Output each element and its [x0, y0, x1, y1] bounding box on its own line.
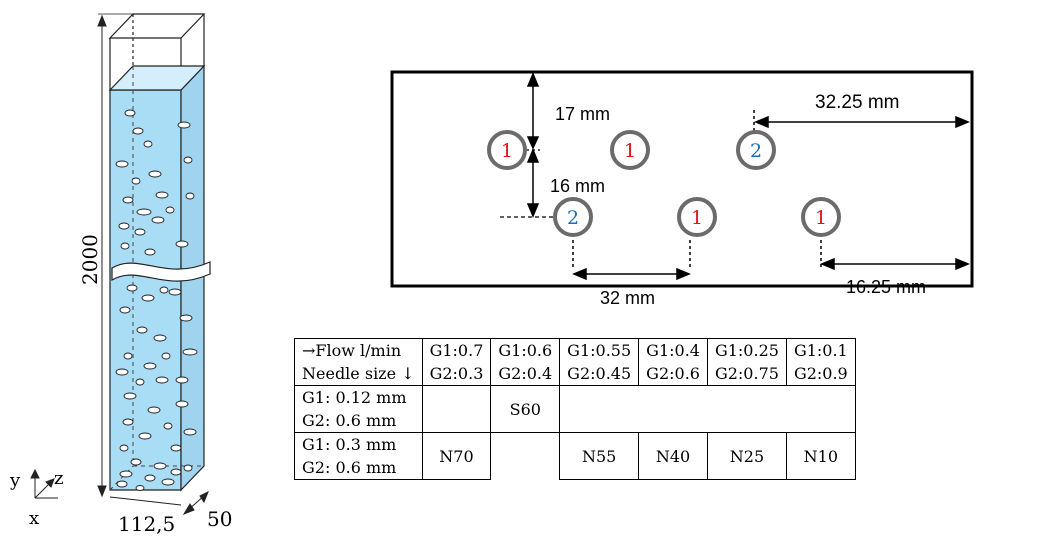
hole-label: 2: [750, 140, 762, 162]
depth-label: 50: [207, 507, 232, 531]
hole-label: 1: [501, 140, 513, 162]
flow-g1: G1:0.55: [567, 341, 632, 360]
flow-g2: G2:0.3: [429, 364, 484, 383]
axis-y-label: y: [9, 470, 21, 491]
hole-circle: [610, 130, 650, 170]
table-cell: [421, 385, 492, 433]
flow-g1: G1:0.4: [646, 341, 700, 360]
height-label: 2000: [78, 234, 102, 285]
holes: 1 1 2 2 1 1: [487, 130, 841, 237]
hole-label: 2: [567, 207, 579, 229]
dim-32-25-arrow: [753, 110, 970, 134]
height-dimension: [97, 13, 133, 498]
hole-circle: [487, 130, 527, 170]
table-cell: [786, 385, 856, 433]
needle-size-cell: G1: 0.3 mm G2: 0.6 mm: [294, 432, 423, 480]
dim-16-25-arrow: [820, 240, 970, 271]
hole-circle: [801, 197, 841, 237]
table-cell: N10: [785, 432, 856, 480]
hole-label: 1: [815, 207, 827, 229]
hole-group-2: 2: [553, 197, 593, 237]
width-label: 112,5: [118, 512, 175, 536]
table-cell: [490, 432, 561, 480]
table-cell: [559, 385, 639, 433]
dim-32-label: 32 mm: [600, 288, 655, 308]
bubble-column-diagram: 2000 112,5 50 y z x: [9, 13, 232, 536]
hole-group-1: 1: [487, 130, 527, 170]
flow-g2: G2:0.4: [498, 364, 553, 383]
dim-16-25-label: 16.25 mm: [846, 277, 926, 297]
hole-circle: [677, 197, 717, 237]
flow-g1: G1:0.6: [498, 341, 553, 360]
flow-g2: G2:0.6: [646, 364, 700, 383]
dim-17-arrow: [526, 72, 540, 150]
table-cell: N25: [706, 432, 787, 480]
depth-dimension: [182, 490, 209, 516]
table-cell: N70: [421, 432, 492, 480]
needle-g1: G1: 0.3 mm: [302, 435, 397, 454]
flow-g1: G1:0.7: [429, 341, 484, 360]
hole-group-2: 2: [736, 130, 776, 170]
width-dimension: [109, 496, 182, 506]
needle-size-cell: G1: 0.12 mm G2: 0.6 mm: [294, 385, 423, 433]
dim-32-arrow: [572, 240, 691, 281]
dim-16-arrow: [500, 148, 553, 218]
hole-label: 1: [691, 207, 703, 229]
flow-g1: G1:0.1: [793, 341, 848, 360]
header-needle-label: Needle size ↓: [302, 364, 415, 383]
table-row: G1: 0.3 mm G2: 0.6 mm N70 N55 N40 N25 N10: [294, 432, 856, 480]
table-cell: N40: [638, 432, 708, 480]
column-top-empty: [108, 13, 206, 90]
needle-g2: G2: 0.6 mm: [302, 458, 397, 477]
flow-g1: G1:0.25: [714, 341, 779, 360]
header-corner-cell: →Flow l/min Needle size ↓: [294, 338, 423, 386]
plate-diagram: 17 mm 16 mm 32.25 mm 32 mm 16.25 mm 1 1 2 2…: [390, 70, 974, 308]
flow-g2: G2:0.9: [793, 364, 848, 383]
axis-x-label: x: [29, 508, 39, 529]
axes-triad: [30, 468, 58, 499]
table-cell: [707, 386, 786, 433]
dim-32-25-label: 32.25 mm: [815, 92, 899, 113]
axis-z-label: z: [54, 468, 63, 489]
dim-16-label: 16 mm: [550, 176, 605, 196]
table-cell: S60: [490, 385, 561, 433]
dim-17-label: 17 mm: [555, 104, 610, 124]
needle-g1: G1: 0.12 mm: [302, 388, 407, 407]
plate-outline: [390, 70, 974, 288]
table-row: G1: 0.12 mm G2: 0.6 mm S60: [294, 385, 856, 433]
needle-g2: G2: 0.6 mm: [302, 411, 397, 430]
column-break-symbol: [111, 261, 211, 282]
flow-g2: G2:0.45: [567, 364, 632, 383]
hole-label: 1: [624, 140, 636, 162]
hole-group-1: 1: [677, 197, 717, 237]
table-cell: [639, 386, 708, 433]
hole-circle: [736, 130, 776, 170]
hole-group-1: 1: [610, 130, 650, 170]
bubbles: [115, 109, 198, 491]
header-flow-label: →Flow l/min: [302, 341, 402, 360]
hole-circle: [553, 197, 593, 237]
table-cell: N55: [559, 432, 640, 480]
hole-group-1: 1: [801, 197, 841, 237]
flow-g2: G2:0.75: [714, 364, 779, 383]
